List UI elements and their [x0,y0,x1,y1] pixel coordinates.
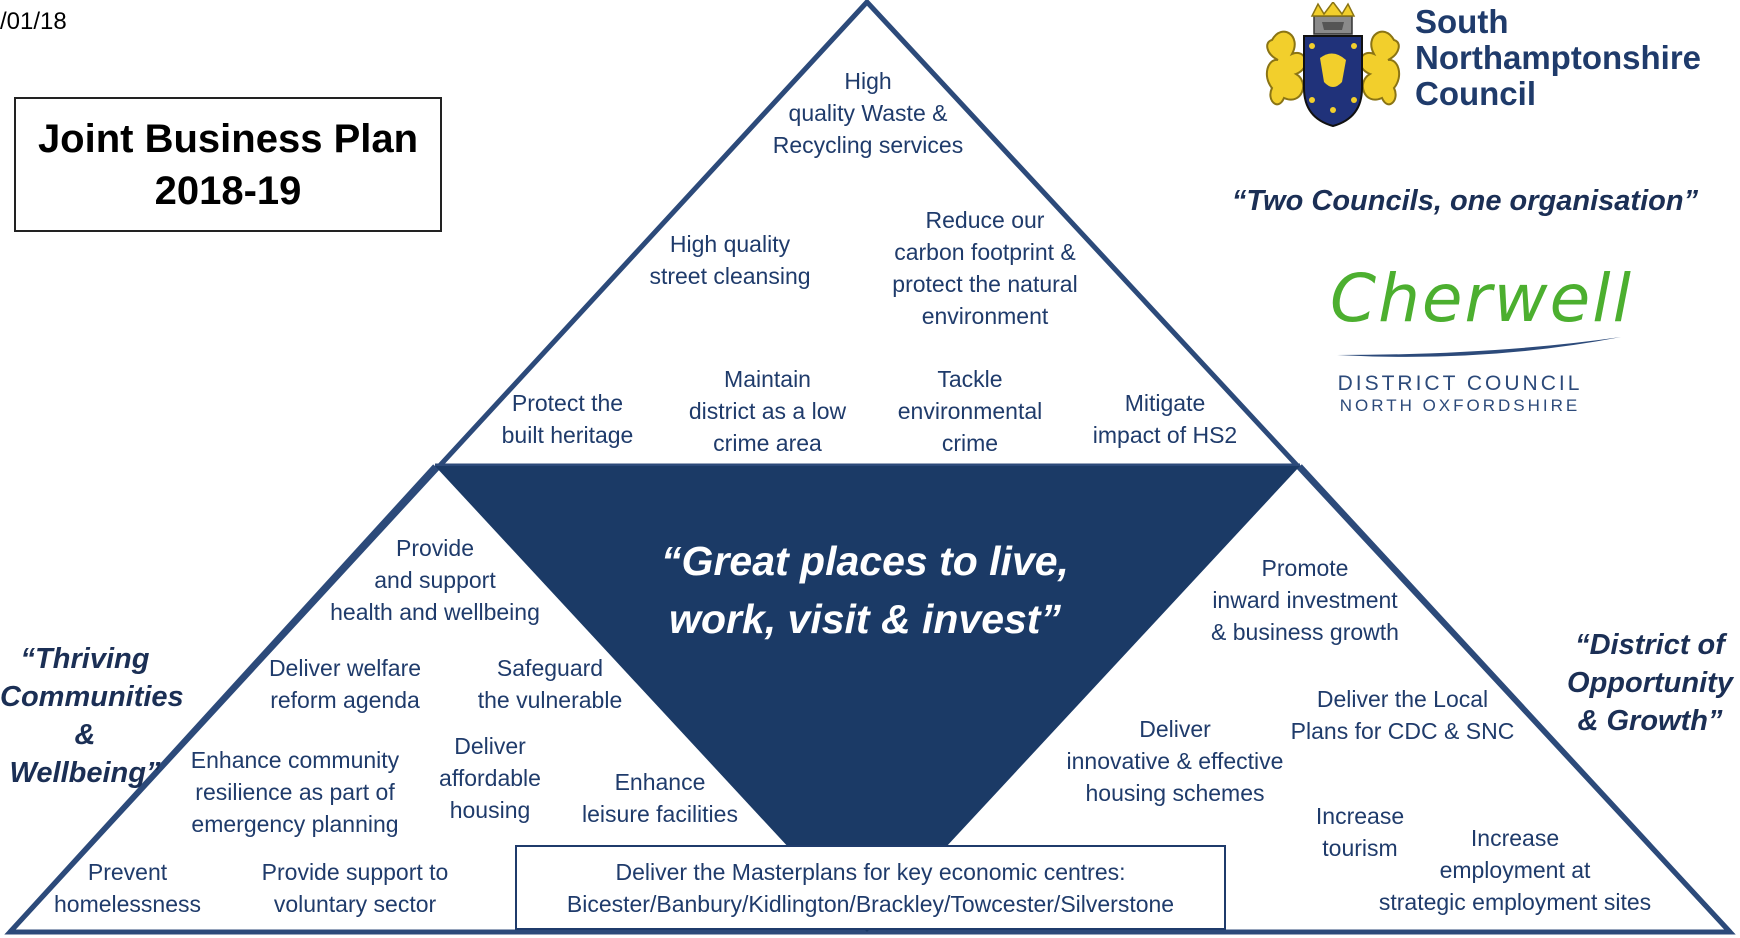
cherwell-subtitle-2: NORTH OXFORDSHIRE [1339,396,1581,415]
tagline: “Two Councils, one organisation” [1231,185,1699,217]
center-quote: “Great places to live, work, visit & inv… [661,538,1069,642]
item-health-wellbeing: Provide and support health and wellbeing [330,535,540,625]
cherwell-logo-word: Cherwell [1330,260,1633,337]
coat-of-arms-icon [1265,2,1401,128]
item-hs2: Mitigate impact of HS2 [1092,390,1238,448]
item-increase-tourism: Increase tourism [1315,803,1405,861]
masterplan-box: Deliver the Masterplans for key economic… [515,845,1226,930]
item-welfare-reform: Deliver welfare reform agenda [268,655,422,713]
plan-title: Joint Business Plan 2018-19 [14,97,442,232]
center-inverted-triangle [435,466,1300,932]
item-street-cleansing: High quality street cleansing [649,231,811,289]
item-voluntary-sector: Provide support to voluntary sector [261,859,449,917]
item-low-crime: Maintain district as a low crime area [688,366,847,456]
item-environmental-crime: Tackle environmental crime [897,366,1043,456]
item-leisure-facilities: Enhance leisure facilities [582,769,738,827]
item-prevent-homelessness: Prevent homelessness [53,859,202,917]
item-carbon-footprint: Reduce our carbon footprint & protect th… [892,207,1078,329]
item-increase-employment: Increase employment at strategic employm… [1378,825,1652,915]
item-inward-investment: Promote inward investment & business gro… [1211,555,1399,645]
item-built-heritage: Protect the built heritage [501,390,634,448]
inner-right-divider [1298,464,1732,934]
item-local-plans: Deliver the Local Plans for CDC & SNC [1290,686,1515,744]
item-affordable-housing: Deliver affordable housing [439,733,541,823]
date-label: /01/18 [0,8,67,35]
inner-left-divider [8,464,437,934]
right-theme-quote: “District of Opportunity & Growth” [1567,629,1733,737]
swoosh-icon [1337,337,1621,357]
item-community-resilience: Enhance community resilience as part of … [190,747,400,837]
item-safeguard-vulnerable: Safeguard the vulnerable [477,655,623,713]
cherwell-subtitle-1: DISTRICT COUNCIL [1337,372,1583,395]
item-innovative-housing: Deliver innovative & effective housing s… [1066,716,1284,806]
item-waste-recycling: High quality Waste & Recycling services [772,68,964,158]
south-northants-name: South Northamptonshire Council [1415,3,1702,112]
left-theme-quote: “Thriving Communities & Wellbeing” [0,643,184,789]
